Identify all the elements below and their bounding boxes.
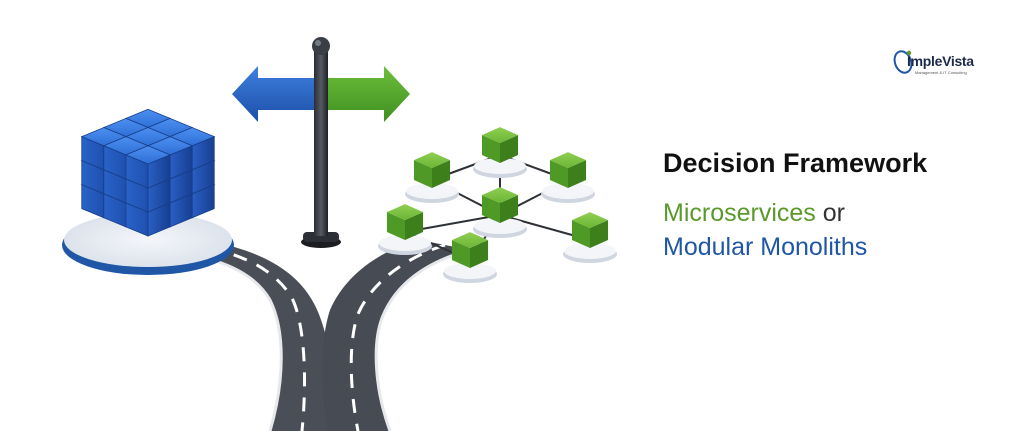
road-fork <box>119 236 471 431</box>
subline-first: Microservices or <box>663 196 1003 230</box>
microservice-node <box>541 152 595 203</box>
brand-name: ImpleVista <box>907 53 974 69</box>
brand-logo: ImpleVista Management & IT Consulting <box>893 48 993 82</box>
microservice-node <box>473 187 527 238</box>
modular-monolith-cube <box>80 108 216 237</box>
microservice-node <box>563 212 617 263</box>
brand-tagline: Management & IT Consulting <box>915 70 967 75</box>
microservices-label: Microservices <box>663 199 816 227</box>
signpost <box>232 37 410 248</box>
or-connector: or <box>815 199 845 227</box>
microservice-node <box>443 232 497 283</box>
microservice-node <box>473 127 527 178</box>
headline: Decision Framework <box>663 148 928 178</box>
microservice-node <box>378 204 432 255</box>
microservice-node <box>405 152 459 203</box>
signpost-arrow-right-icon <box>328 66 410 122</box>
signpost-arrow-left-icon <box>232 66 314 122</box>
modular-monoliths-label: Modular Monoliths <box>663 233 868 261</box>
monolith-platform <box>62 213 234 275</box>
cube-block <box>124 145 172 189</box>
logo-swoosh-icon <box>893 50 913 74</box>
microservice-network <box>378 127 617 283</box>
decision-illustration <box>62 37 617 431</box>
title-block: Decision Framework Microservices or Modu… <box>663 145 1003 264</box>
